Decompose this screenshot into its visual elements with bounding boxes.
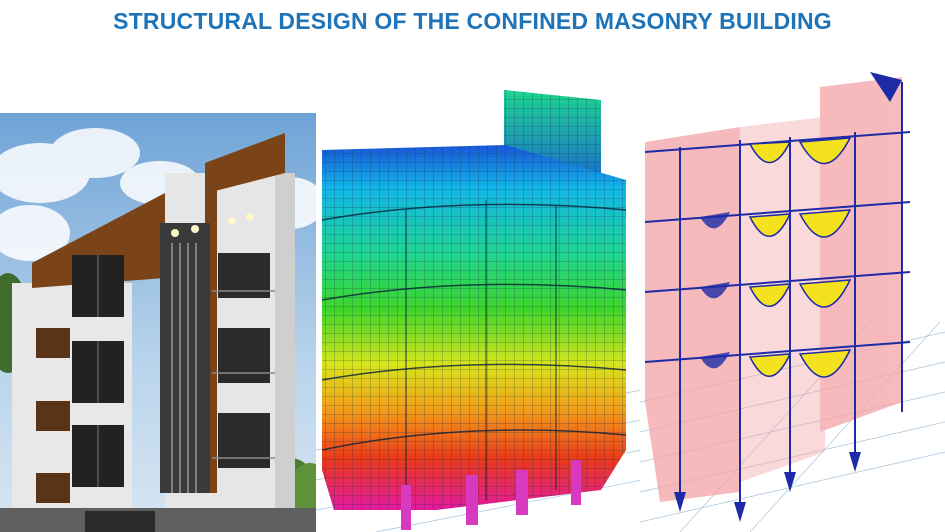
dark-recess — [160, 223, 210, 493]
frame-force-graphic — [640, 72, 945, 532]
slide-title: STRUCTURAL DESIGN OF THE CONFINED MASONR… — [113, 8, 832, 34]
supports — [674, 452, 861, 522]
columns — [405, 200, 557, 510]
floor-slabs — [321, 203, 627, 451]
windows-left — [72, 255, 124, 487]
frame-members — [644, 82, 911, 502]
moment-diagrams — [700, 72, 902, 378]
building-rendering-graphic — [0, 113, 316, 532]
base-piers — [401, 460, 581, 530]
stress-contour-graphic — [316, 90, 642, 532]
ground — [0, 508, 316, 532]
balconies-left — [36, 328, 70, 503]
windows-right — [212, 253, 275, 468]
stress-contour-model-image — [316, 90, 642, 532]
facade-white-left — [12, 283, 132, 532]
vertical-slats — [171, 243, 197, 493]
ceiling-lights — [171, 213, 254, 237]
building-rendering-image — [0, 113, 316, 532]
frame-force-diagram-image — [640, 72, 945, 532]
facade-brown-top — [32, 193, 165, 288]
